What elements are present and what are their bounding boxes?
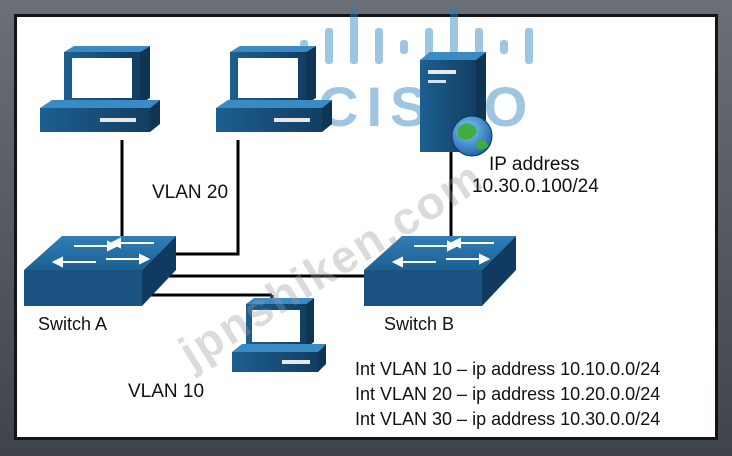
vlan10-label: VLAN 10 [128,381,204,402]
switch-b-label: Switch B [384,314,454,334]
switch-a-icon [24,236,176,306]
interface-line: Int VLAN 10 – ip address 10.10.0.0/24 [355,359,660,379]
globe-icon [451,115,493,157]
switch-a-label: Switch A [38,314,107,334]
switch-b-icon [364,236,516,306]
interface-line: Int VLAN 30 – ip address 10.30.0.0/24 [355,409,660,429]
ip-address-value: 10.30.0.100/24 [472,176,599,197]
pc-computer-icon [232,298,326,372]
interface-line: Int VLAN 20 – ip address 10.20.0.0/24 [355,384,660,404]
pc-computer-icon [40,46,160,132]
cisco-logo [300,6,533,64]
ip-address-title: IP address [489,154,579,175]
vlan20-label: VLAN 20 [152,182,228,203]
pc-computer-icon [216,46,332,132]
